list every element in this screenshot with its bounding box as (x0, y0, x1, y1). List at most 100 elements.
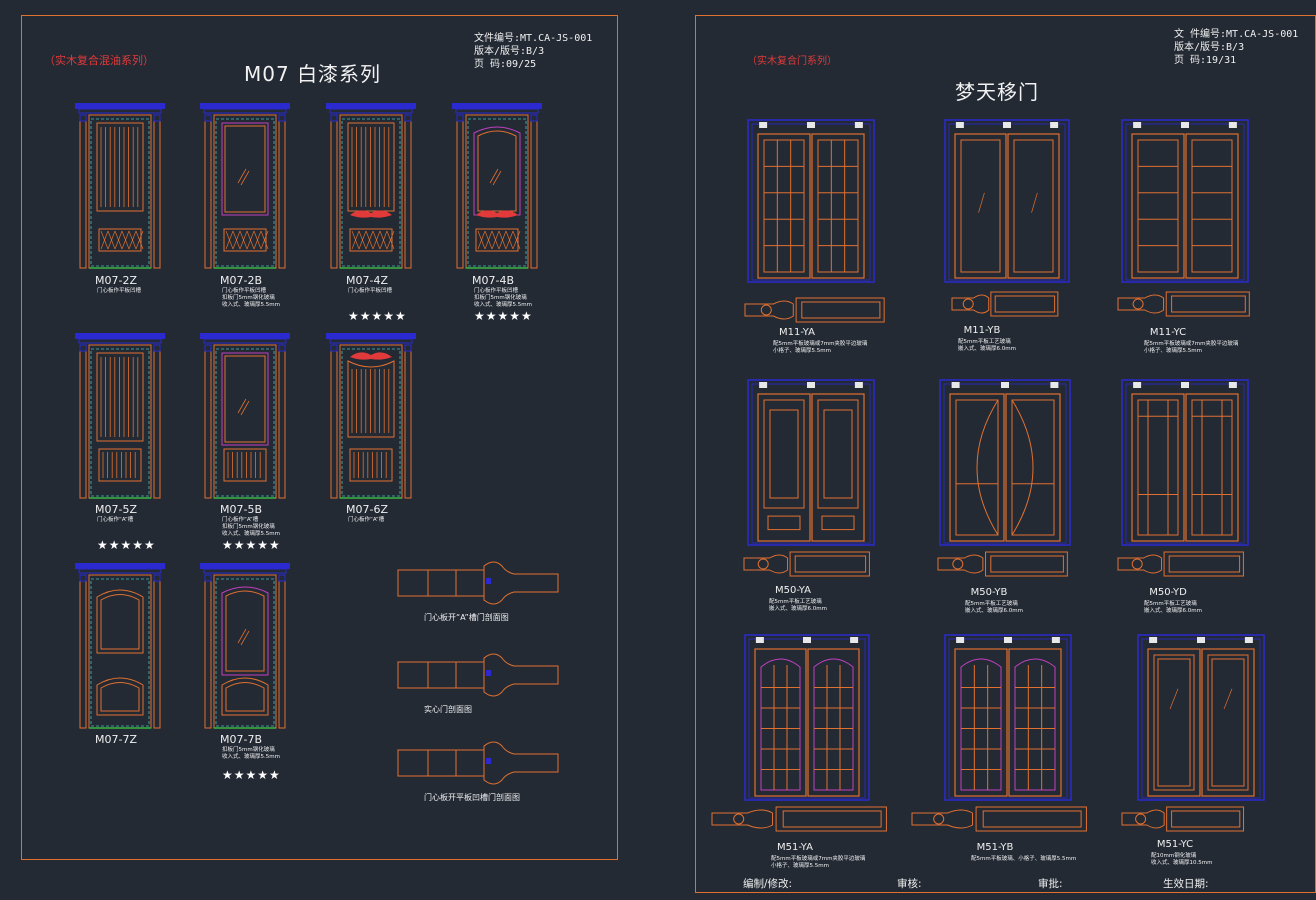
door-note-line: 收入式、玻璃厚5.5mm (222, 302, 280, 308)
swing-door-drawing-7 (326, 333, 416, 499)
sliding-rail-section-7 (711, 806, 887, 832)
sliding-note-line: 配10mm钢化玻璃 (1151, 853, 1197, 859)
sliding-code-7: M51-YA (777, 842, 813, 853)
door-note-line: 扣板门5mm钢化玻璃 (222, 747, 275, 753)
left-series-tag: （实木复合混油系列） (44, 54, 154, 67)
door-note-5: 门心板作“A”槽 (97, 517, 133, 524)
sliding-note-line: 收入式、玻璃厚10.5mm (1151, 860, 1213, 866)
rating-stars-6: ★★★★★ (222, 538, 281, 552)
sliding-note-line: 配5mm平板玻璃或7mm夹胶平边玻璃 (1144, 341, 1239, 347)
sliding-note-line: 配5mm平板工艺玻璃 (958, 339, 1011, 345)
swing-door-drawing-2 (200, 103, 290, 269)
right-meta-file-no: 文 件编号:MT.CA-JS-001 (1174, 29, 1299, 40)
right-meta-block: 文 件编号:MT.CA-JS-001 版本/版号:B/3 页 码:19/31 (1174, 28, 1298, 67)
sliding-door-drawing-3 (1121, 119, 1249, 283)
swing-door-drawing-6 (200, 333, 290, 499)
swing-door-drawing-3 (326, 103, 416, 269)
sliding-door-drawing-7 (744, 634, 870, 801)
sliding-note-4: 配5mm平板工艺玻璃嵌入式、玻璃厚6.0mm (769, 599, 827, 613)
door-code-3: M07-4Z (346, 274, 388, 287)
door-code-9: M07-7B (220, 733, 263, 746)
door-note-2: 门心板作平板凹槽扣板门5mm钢化玻璃收入式、玻璃厚5.5mm (222, 288, 280, 309)
sliding-note-line: 嵌入式、玻璃厚6.0mm (1144, 608, 1202, 614)
door-note-line: 收入式、玻璃厚5.5mm (222, 754, 280, 760)
door-note-9: 扣板门5mm钢化玻璃收入式、玻璃厚5.5mm (222, 747, 280, 761)
door-code-2: M07-2B (220, 274, 263, 287)
sliding-door-drawing-4 (747, 379, 875, 546)
right-meta-page: 页 码:19/31 (1174, 55, 1237, 66)
sliding-door-drawing-6 (1121, 379, 1249, 546)
sliding-rail-section-4 (743, 551, 870, 577)
door-note-line: 门心板作“A”槽 (348, 517, 385, 523)
profile-section-drawing-2 (397, 653, 559, 697)
sliding-note-line: 嵌入式、玻璃厚6.0mm (958, 346, 1016, 352)
door-note-6: 门心板作“A”槽扣板门5mm钢化玻璃收入式、玻璃厚5.5mm (222, 517, 280, 538)
door-note-line: 扣板门5mm钢化玻璃 (222, 295, 275, 301)
sliding-note-line: 小格子、玻璃厚5.5mm (773, 348, 831, 354)
sliding-code-3: M11-YC (1149, 327, 1187, 338)
left-meta-block: 文件编号:MT.CA-JS-001 版本/版号:B/3 页 码:09/25 (474, 32, 592, 71)
door-code-6: M07-5B (220, 503, 263, 516)
rating-stars-9: ★★★★★ (222, 768, 281, 782)
sliding-code-4: M50-YA (775, 585, 811, 596)
sliding-door-drawing-1 (747, 119, 875, 283)
footer-date: 生效日期: (1163, 878, 1209, 890)
rating-stars-4: ★★★★★ (474, 309, 533, 323)
sliding-note-line: 小格子、玻璃厚5.5mm (1144, 348, 1202, 354)
door-code-1: M07-2Z (95, 274, 137, 287)
profile-section-drawing-1 (397, 561, 559, 605)
sliding-door-drawing-9 (1137, 634, 1265, 801)
sliding-rail-section-6 (1117, 551, 1244, 577)
sliding-note-3: 配5mm平板玻璃或7mm夹胶平边玻璃小格子、玻璃厚5.5mm (1144, 341, 1238, 355)
door-note-line: 收入式、玻璃厚5.5mm (474, 302, 532, 308)
sliding-note-6: 配5mm平板工艺玻璃嵌入式、玻璃厚6.0mm (1144, 601, 1202, 615)
door-note-line: 扣板门5mm钢化玻璃 (222, 524, 275, 530)
sliding-note-line: 配5mm平板玻璃或7mm夹胶平边玻璃 (771, 856, 866, 862)
profile-label-1: 门心板开“A”槽门剖面图 (424, 613, 509, 622)
sliding-code-1: M11-YA (779, 327, 815, 338)
rating-stars-3: ★★★★★ (348, 309, 407, 323)
swing-door-drawing-8 (75, 563, 165, 729)
door-code-4: M07-4B (472, 274, 515, 287)
profile-section-drawing-3 (397, 741, 559, 785)
left-meta-version: 版本/版号:B/3 (474, 46, 545, 57)
left-meta-page: 页 码:09/25 (474, 59, 537, 70)
sliding-note-line: 配5mm平板工艺玻璃 (1144, 601, 1197, 607)
sliding-code-2: M11-YB (963, 325, 1001, 336)
door-note-line: 门心板作平板凹槽 (222, 288, 267, 294)
right-series-tag: （实木复合门系列） (747, 56, 837, 67)
sliding-note-line: 配5mm平板玻璃或7mm夹胶平边玻璃 (773, 341, 868, 347)
door-note-line: 门心板作“A”槽 (97, 517, 134, 523)
rating-stars-5: ★★★★★ (97, 538, 156, 552)
door-note-line: 门心板作平板凹槽 (474, 288, 519, 294)
door-note-4: 门心板作平板凹槽扣板门5mm钢化玻璃收入式、玻璃厚5.5mm (474, 288, 532, 309)
sliding-code-5: M50-YB (970, 587, 1008, 598)
sliding-note-line: 小格子、玻璃厚5.5mm (771, 863, 829, 869)
sliding-rail-section-3 (1117, 291, 1250, 317)
sliding-note-9: 配10mm钢化玻璃收入式、玻璃厚10.5mm (1151, 853, 1212, 867)
footer-edit: 编制/修改: (743, 878, 793, 890)
footer-review: 审核: (897, 878, 922, 890)
profile-label-3: 门心板开平板凹槽门剖面图 (424, 793, 520, 802)
door-note-line: 收入式、玻璃厚5.5mm (222, 531, 280, 537)
door-code-5: M07-5Z (95, 503, 137, 516)
door-note-1: 门心板作平板凹槽 (97, 288, 141, 295)
door-note-7: 门心板作“A”槽 (348, 517, 384, 524)
sliding-note-5: 配5mm平板工艺玻璃嵌入式、玻璃厚6.0mm (965, 601, 1023, 615)
sliding-door-drawing-8 (944, 634, 1072, 801)
sliding-note-7: 配5mm平板玻璃或7mm夹胶平边玻璃小格子、玻璃厚5.5mm (771, 856, 865, 870)
swing-door-drawing-1 (75, 103, 165, 269)
door-code-7: M07-6Z (346, 503, 388, 516)
right-page-title: 梦天移门 (955, 80, 1039, 104)
sliding-rail-section-5 (937, 551, 1068, 577)
sliding-note-line: 嵌入式、玻璃厚6.0mm (965, 608, 1023, 614)
left-drawing-sheet (21, 15, 618, 860)
sliding-rail-section-1 (744, 297, 885, 323)
footer-approve: 审批: (1038, 878, 1063, 890)
door-code-8: M07-7Z (95, 733, 137, 746)
swing-door-drawing-4 (452, 103, 542, 269)
sliding-note-2: 配5mm平板工艺玻璃嵌入式、玻璃厚6.0mm (958, 339, 1016, 353)
left-meta-file-no: 文件编号:MT.CA-JS-001 (474, 33, 593, 44)
sliding-rail-section-8 (911, 806, 1087, 832)
sliding-note-line: 配5mm平板工艺玻璃 (769, 599, 822, 605)
